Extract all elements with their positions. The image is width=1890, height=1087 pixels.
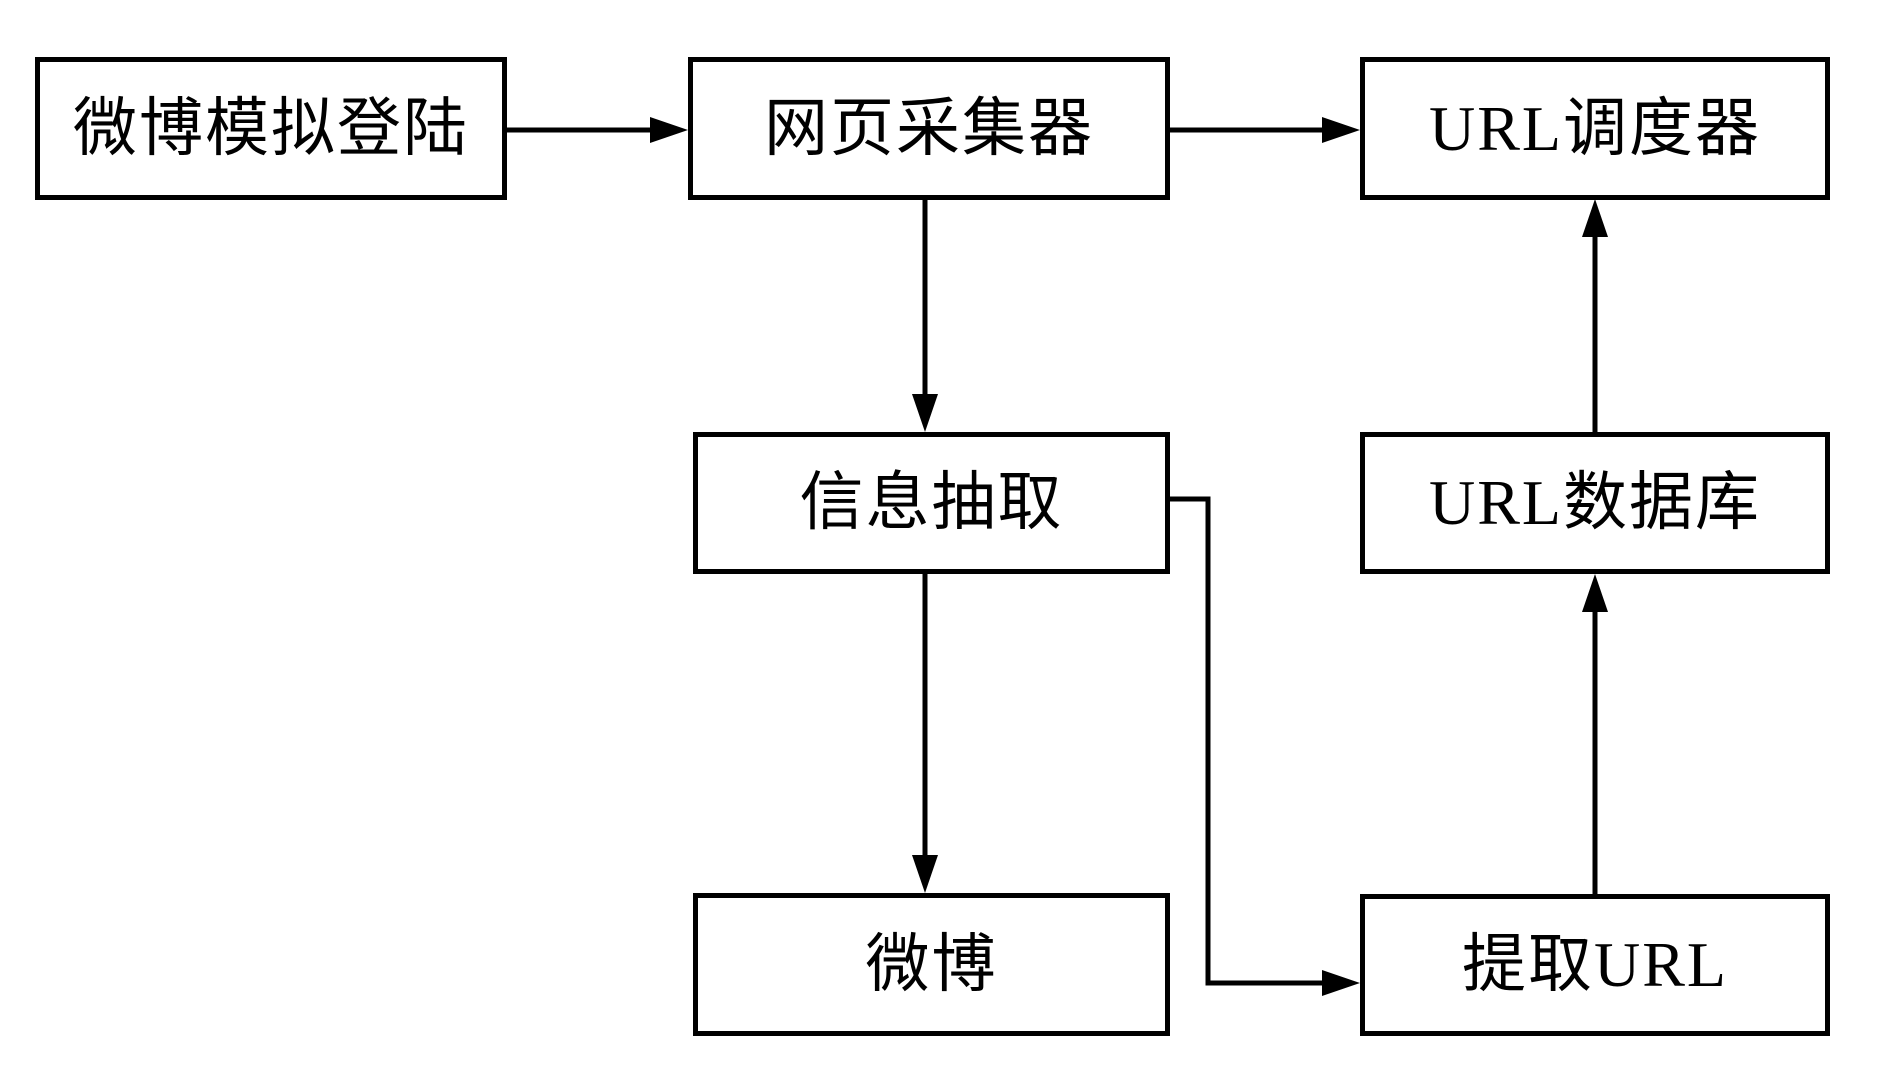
arrowhead bbox=[1322, 117, 1360, 143]
edge-urldb-to-scheduler bbox=[1582, 199, 1608, 432]
edge-extraction-to-weibo bbox=[912, 574, 938, 893]
arrowhead bbox=[912, 394, 938, 432]
edge-extract-url-to-urldb bbox=[1582, 574, 1608, 894]
arrowhead bbox=[650, 117, 688, 143]
edge-collector-to-extraction bbox=[912, 200, 938, 432]
node-label: 网页采集器 bbox=[764, 92, 1094, 164]
node-label: 微博 bbox=[865, 928, 998, 1000]
node-url-database: URL数据库 bbox=[1360, 432, 1830, 574]
node-information-extraction: 信息抽取 bbox=[693, 432, 1170, 574]
edge-collector-to-scheduler bbox=[1170, 117, 1360, 143]
node-label: 提取URL bbox=[1462, 929, 1728, 1000]
node-extract-url: 提取URL bbox=[1360, 894, 1830, 1036]
node-webpage-collector: 网页采集器 bbox=[688, 57, 1170, 200]
arrowhead bbox=[1582, 199, 1608, 237]
arrowhead bbox=[912, 855, 938, 893]
node-label: 信息抽取 bbox=[799, 467, 1064, 538]
node-label: 微博模拟登陆 bbox=[73, 92, 469, 164]
arrowhead bbox=[1582, 574, 1608, 612]
arrowhead bbox=[1322, 970, 1360, 996]
node-label: URL数据库 bbox=[1429, 467, 1761, 538]
edge-elbow-line bbox=[1170, 496, 1324, 986]
edge-extraction-to-extract-url bbox=[1170, 496, 1360, 996]
node-url-scheduler: URL调度器 bbox=[1360, 57, 1830, 200]
node-weibo-simulated-login: 微博模拟登陆 bbox=[35, 57, 507, 200]
node-weibo: 微博 bbox=[693, 893, 1170, 1036]
edge-login-to-collector bbox=[507, 117, 688, 143]
node-label: URL调度器 bbox=[1429, 92, 1761, 164]
